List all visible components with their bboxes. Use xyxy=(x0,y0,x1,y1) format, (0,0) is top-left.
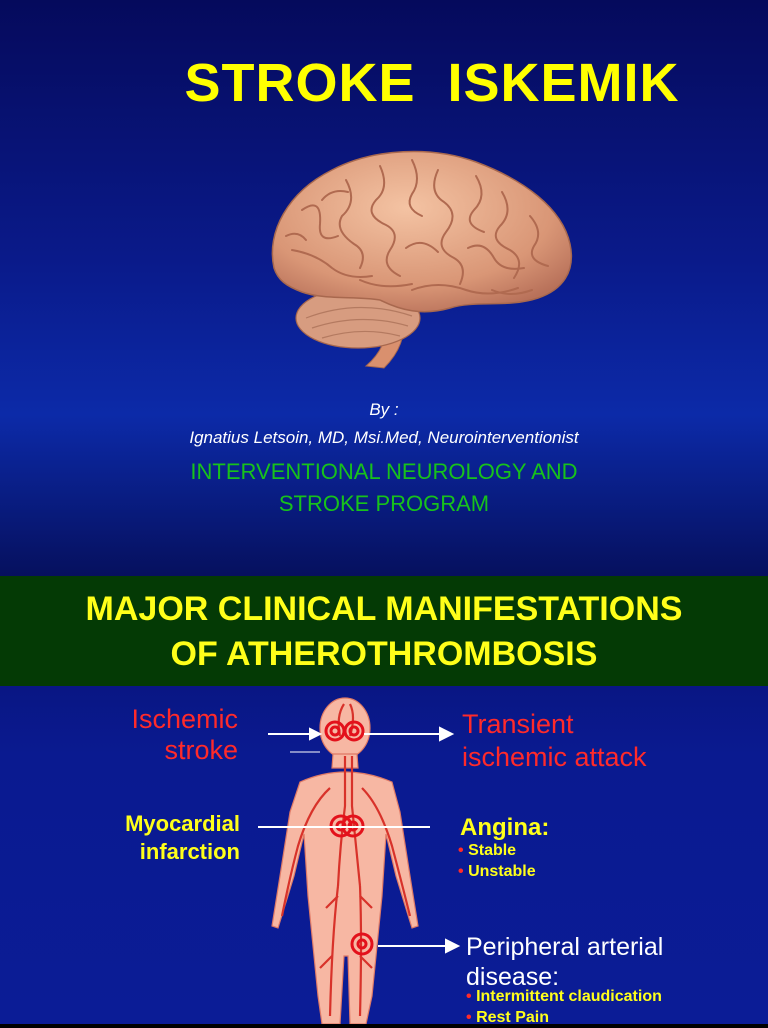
ischemic-stroke-label: Ischemic stroke xyxy=(90,704,238,766)
angina-list: • Stable • Unstable xyxy=(458,840,536,882)
body-diagram xyxy=(258,697,461,1024)
ischemic-line-1: Ischemic xyxy=(131,704,238,734)
list-item: • Intermittent claudication xyxy=(466,986,662,1007)
bullet-icon: • xyxy=(466,1009,472,1026)
tia-label: Transient ischemic attack xyxy=(462,708,647,774)
pad-item-claudication: Intermittent claudication xyxy=(476,988,662,1005)
pad-item-rest-pain: Rest Pain xyxy=(476,1009,549,1026)
list-item: • Unstable xyxy=(458,861,536,882)
bullet-icon: • xyxy=(458,842,464,859)
slide-title: STROKE ISKEMIK xyxy=(184,53,680,113)
banner-line-1: MAJOR CLINICAL MANIFESTATIONS xyxy=(85,590,683,628)
bullet-icon: • xyxy=(458,863,464,880)
mi-line-1: Myocardial xyxy=(125,811,240,836)
mi-line-2: infarction xyxy=(139,839,240,864)
banner-line-2: OF ATHEROTHROMBOSIS xyxy=(170,635,598,673)
angina-item-stable: Stable xyxy=(468,842,517,859)
program-line-2: STROKE PROGRAM xyxy=(278,491,490,516)
angina-title: Angina: xyxy=(460,814,550,841)
ischemic-line-2: stroke xyxy=(164,735,238,765)
list-item: • Stable xyxy=(458,840,536,861)
connector-arrows xyxy=(258,726,461,954)
manifestations-slide: MAJOR CLINICAL MANIFESTATIONS OF ATHEROT… xyxy=(0,576,768,1026)
list-item: • Rest Pain xyxy=(466,1007,662,1028)
tia-line-2: ischemic attack xyxy=(462,742,647,772)
brain-illustration xyxy=(271,150,573,369)
angina-item-unstable: Unstable xyxy=(468,863,536,880)
title-slide: STROKE ISKEMIK xyxy=(0,0,768,576)
myocardial-infarction-label: Myocardial infarction xyxy=(80,810,240,866)
program-line-1: INTERVENTIONAL NEUROLOGY AND xyxy=(190,459,578,484)
pad-line-1: Peripheral arterial xyxy=(466,933,664,961)
tia-line-1: Transient xyxy=(462,709,574,739)
program-title: INTERVENTIONAL NEUROLOGY AND STROKE PROG… xyxy=(0,456,768,520)
artery-lines xyxy=(280,703,412,1017)
bullet-icon: • xyxy=(466,988,472,1005)
author-name: Ignatius Letsoin, MD, Msi.Med, Neurointe… xyxy=(189,428,579,447)
pad-line-2: disease: xyxy=(466,963,560,991)
slide-banner: MAJOR CLINICAL MANIFESTATIONS OF ATHEROT… xyxy=(0,576,768,686)
by-label: By : xyxy=(369,400,399,419)
peripheral-arterial-disease-label: Peripheral arterial disease: xyxy=(466,932,663,992)
pad-list: • Intermittent claudication • Rest Pain xyxy=(466,986,662,1028)
